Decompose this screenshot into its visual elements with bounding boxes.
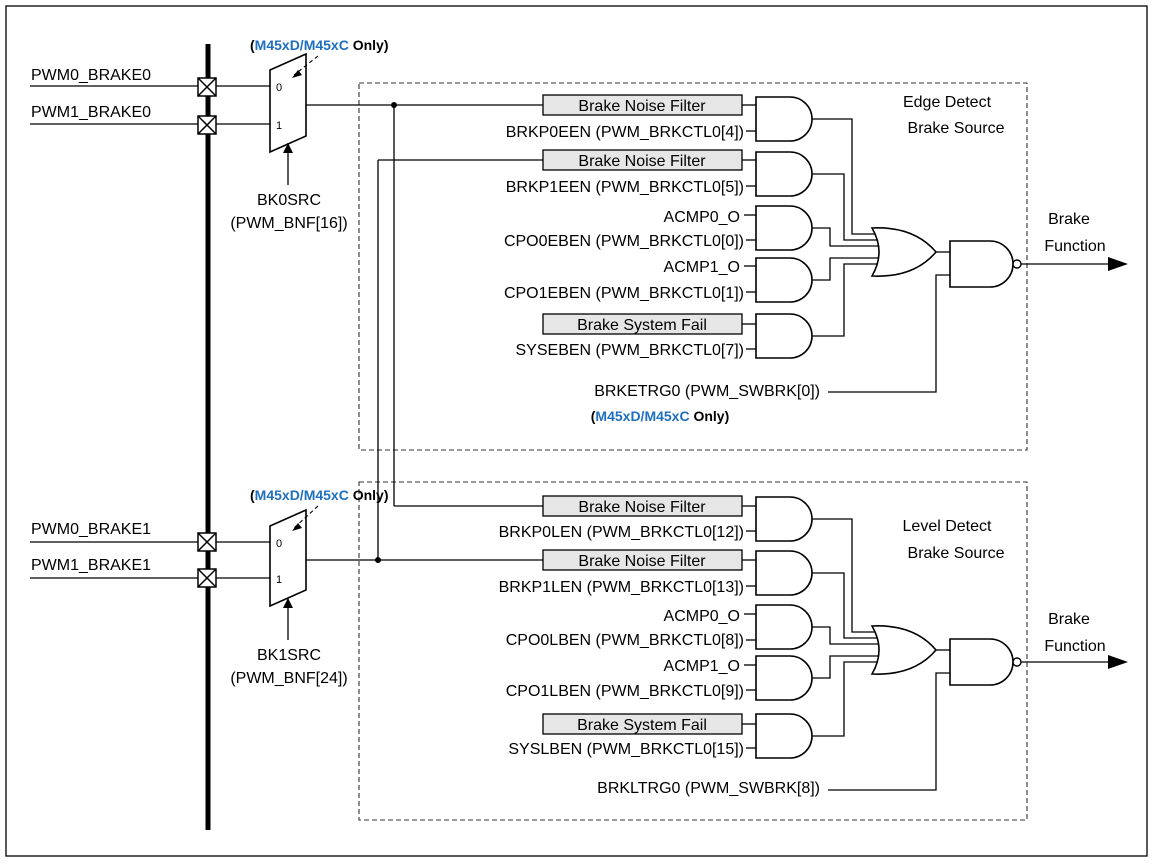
svg-text:Brake Noise Filter: Brake Noise Filter [578, 499, 706, 516]
svg-text:Brake System Fail: Brake System Fail [577, 317, 707, 334]
edge-or-gate [870, 227, 938, 277]
outer-frame [5, 5, 1148, 857]
level-and-gate-1 [755, 496, 813, 542]
svg-text:0: 0 [276, 538, 282, 550]
edge-nand-gate [949, 240, 1014, 288]
edge-region-box [358, 82, 1028, 451]
level-out-label2: Function [1044, 638, 1105, 655]
level-sel-label: BK1SRC [257, 647, 321, 664]
edge-pin0-crossbox [197, 77, 217, 97]
edge-and-gate-3 [755, 205, 813, 251]
edge-and-gate-2 [755, 151, 813, 197]
edge-trg: BRKETRG0 (PWM_SWBRK[0]) [594, 383, 820, 400]
edge-note: (M45xD/M45xC Only) [250, 37, 389, 53]
level-acmp0: ACMP0_O [664, 608, 740, 625]
edge-acmp1: ACMP1_O [664, 259, 740, 276]
level-region-label2: Brake Source [908, 545, 1005, 562]
level-en5: SYSLBEN (PWM_BRKCTL0[15]) [508, 741, 744, 758]
edge-mux [269, 52, 307, 154]
level-and-gate-5 [755, 713, 813, 759]
level-nand-gate [949, 638, 1014, 686]
edge-en2: BRKP1EEN (PWM_BRKCTL0[5]) [506, 179, 744, 196]
edge-en3: CPO0EBEN (PWM_BRKCTL0[0]) [504, 233, 744, 250]
edge-pin1-label: PWM1_BRAKE0 [31, 104, 151, 121]
level-trg: BRKLTRG0 (PWM_SWBRK[8]) [597, 780, 820, 797]
edge-and-gate-4 [755, 257, 813, 303]
edge-trg-note: (M45xD/M45xC Only) [591, 408, 730, 424]
level-pin1-crossbox [197, 568, 217, 588]
edge-and-gate-5 [755, 313, 813, 359]
level-en4: CPO1LBEN (PWM_BRKCTL0[9]) [506, 683, 744, 700]
edge-and-gate-1 [755, 96, 813, 142]
edge-sel-label: BK0SRC [257, 192, 321, 209]
level-and-gate-2 [755, 550, 813, 596]
svg-text:Brake System Fail: Brake System Fail [577, 717, 707, 734]
svg-text:Brake Noise Filter: Brake Noise Filter [578, 98, 706, 115]
edge-en1: BRKP0EEN (PWM_BRKCTL0[4]) [506, 124, 744, 141]
level-acmp1: ACMP1_O [664, 658, 740, 675]
level-en1: BRKP0LEN (PWM_BRKCTL0[12]) [499, 524, 744, 541]
level-region-label1: Level Detect [903, 518, 992, 535]
svg-text:1: 1 [276, 120, 282, 132]
level-sel-reg: (PWM_BNF[24]) [230, 670, 347, 687]
svg-text:0: 0 [276, 82, 282, 94]
level-note: (M45xD/M45xC Only) [250, 487, 389, 503]
edge-pin1-crossbox [197, 115, 217, 135]
level-mux [269, 508, 307, 608]
edge-pin0-label: PWM0_BRAKE0 [31, 67, 151, 84]
level-and-gate-4 [755, 655, 813, 701]
svg-text:1: 1 [276, 574, 282, 586]
edge-out-label2: Function [1044, 238, 1105, 255]
level-pin0-crossbox [197, 532, 217, 552]
edge-region-label2: Brake Source [908, 120, 1005, 137]
level-en2: BRKP1LEN (PWM_BRKCTL0[13]) [499, 579, 744, 596]
level-and-gate-3 [755, 604, 813, 650]
edge-en4: CPO1EBEN (PWM_BRKCTL0[1]) [504, 285, 744, 302]
svg-text:Brake Noise Filter: Brake Noise Filter [578, 553, 706, 570]
level-or-gate [870, 625, 938, 675]
svg-text:Brake Noise Filter: Brake Noise Filter [578, 153, 706, 170]
edge-sel-reg: (PWM_BNF[16]) [230, 215, 347, 232]
edge-acmp0: ACMP0_O [664, 209, 740, 226]
level-region-box [358, 481, 1028, 821]
level-out-label1: Brake [1048, 611, 1090, 628]
edge-en5: SYSEBEN (PWM_BRKCTL0[7]) [516, 342, 745, 359]
level-pin1-label: PWM1_BRAKE1 [31, 557, 151, 574]
edge-out-label1: Brake [1048, 211, 1090, 228]
level-pin0-label: PWM0_BRAKE1 [31, 521, 151, 538]
edge-region-label1: Edge Detect [903, 94, 992, 111]
level-en3: CPO0LBEN (PWM_BRKCTL0[8]) [506, 632, 744, 649]
